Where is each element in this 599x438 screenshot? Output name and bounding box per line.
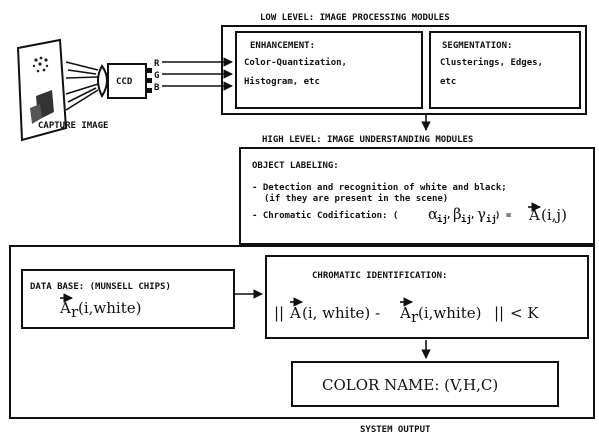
database-line1: DATA BASE: (MUNSELL CHIPS) — [30, 282, 171, 292]
high-level-caption: HIGH LEVEL: IMAGE UNDERSTANDING MODULES — [262, 135, 473, 145]
norm-open: || — [274, 304, 284, 322]
segmentation-line1: Clusterings, Edges, — [440, 57, 543, 68]
codification-close: ) = — [495, 211, 512, 221]
segmentation-box: SEGMENTATION: Clusterings, Edges, etc — [430, 32, 580, 108]
object-labeling-line2: (if they are present in the scene) — [264, 193, 448, 204]
low-level-caption: LOW LEVEL: IMAGE PROCESSING MODULES — [260, 13, 450, 23]
capture-image-caption: CAPTURE IMAGE — [38, 121, 108, 131]
color-name-box: COLOR NAME: (V,H,C) — [292, 362, 558, 406]
channel-g-label: G — [154, 71, 159, 81]
chromatic-identification-box: CHROMATIC IDENTIFICATION: || A (i, white… — [266, 256, 588, 338]
object-labeling-line1: - Detection and recognition of white and… — [252, 182, 507, 193]
segmentation-title: SEGMENTATION: — [442, 41, 512, 51]
capture-illustration: CCD R G B CAPTURE IMAGE — [18, 40, 232, 140]
term2-vector-a: A — [399, 304, 411, 322]
lens-icon — [98, 66, 107, 96]
object-labeling-box: OBJECT LABELING: - Detection and recogni… — [240, 148, 594, 244]
term2-args: (i,white) — [418, 304, 481, 322]
object-labeling-title: OBJECT LABELING: — [252, 161, 339, 171]
system-output-caption: SYSTEM OUTPUT — [360, 425, 431, 435]
term1-args: (i, white) - — [302, 304, 380, 322]
threshold-relation: < K — [510, 304, 539, 322]
segmentation-line2: etc — [440, 77, 456, 87]
database-box: DATA BASE: (MUNSELL CHIPS) A r (i,white) — [22, 270, 234, 328]
ccd-label: CCD — [116, 77, 133, 87]
channel-b-label: B — [154, 83, 160, 93]
term1-vector-a: A — [289, 304, 301, 322]
enhancement-line2: Histogram, etc — [244, 76, 320, 87]
codification-prefix: - Chromatic Codification: ( — [252, 210, 398, 221]
codification-args: (i,j) — [541, 206, 567, 224]
enhancement-line1: Color-Quantization, — [244, 57, 347, 68]
comma-1: , — [446, 211, 451, 221]
color-name-text: COLOR NAME: (V,H,C) — [322, 376, 498, 394]
database-vector-a: A — [59, 299, 71, 317]
enhancement-title: ENHANCEMENT: — [250, 41, 315, 51]
gamma-symbol: γ — [477, 205, 486, 223]
channel-r-label: R — [154, 59, 160, 69]
projection-lines — [66, 62, 98, 110]
chromatic-identification-title: CHROMATIC IDENTIFICATION: — [312, 271, 447, 281]
database-args: (i,white) — [78, 299, 141, 317]
enhancement-box: ENHANCEMENT: Color-Quantization, Histogr… — [236, 32, 422, 108]
vector-a-symbol: A — [528, 206, 540, 224]
norm-close: || — [494, 304, 504, 322]
comma-2: , — [470, 211, 475, 221]
